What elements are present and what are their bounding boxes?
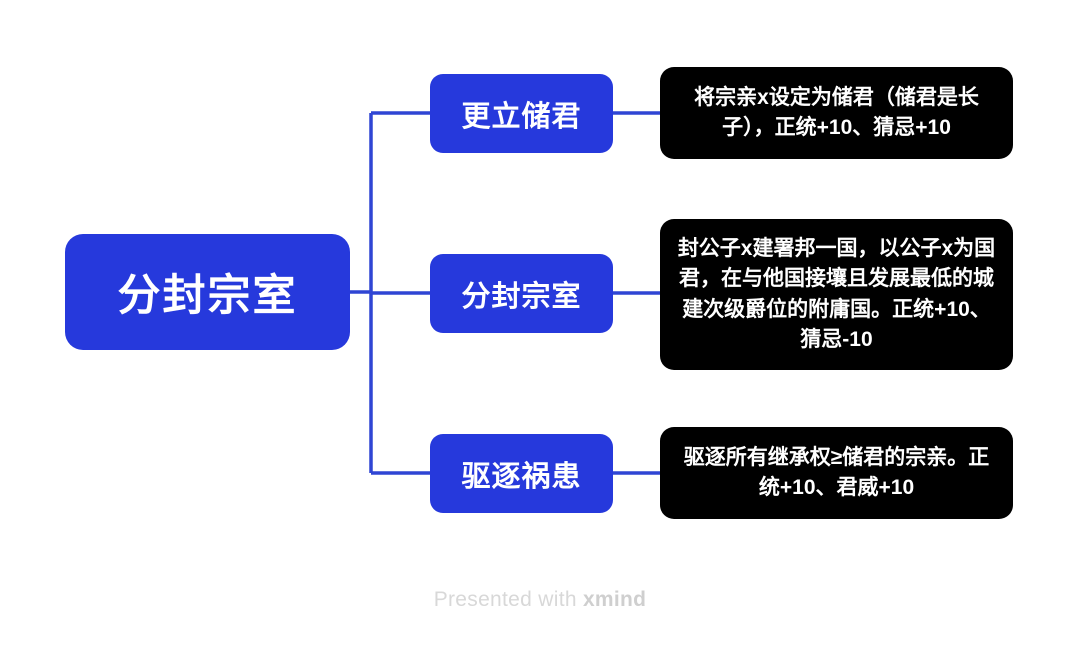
- detail-note-text: 驱逐所有继承权≥储君的宗亲。正统+10、君威+10: [683, 445, 990, 499]
- branch-topic-label: 更立储君: [461, 100, 582, 133]
- root-topic-label: 分封宗室: [117, 272, 298, 320]
- detail-note-1[interactable]: 将宗亲x设定为储君（储君是长子），正统+10、猜忌+10: [660, 67, 1013, 159]
- detail-note-2[interactable]: 封公子x建署邦一国，以公子x为国君，在与他国接壤且发展最低的城建次级爵位的附庸国…: [660, 219, 1013, 370]
- branch-topic-label: 驱逐祸患: [461, 460, 582, 493]
- detail-note-3[interactable]: 驱逐所有继承权≥储君的宗亲。正统+10、君威+10: [660, 427, 1013, 519]
- branch-topic-2[interactable]: 分封宗室: [430, 254, 613, 333]
- detail-note-text: 将宗亲x设定为储君（储君是长子），正统+10、猜忌+10: [694, 85, 979, 139]
- xmind-brand-label: xmind: [582, 588, 647, 611]
- detail-note-text: 封公子x建署邦一国，以公子x为国君，在与他国接壤且发展最低的城建次级爵位的附庸国…: [677, 236, 996, 351]
- root-topic[interactable]: 分封宗室: [65, 234, 350, 350]
- branch-topic-1[interactable]: 更立储君: [430, 74, 613, 153]
- branch-topic-label: 分封宗室: [461, 280, 582, 313]
- watermark: Presented with xmind: [0, 588, 1080, 612]
- watermark-prefix: Presented with: [433, 588, 583, 611]
- branch-topic-3[interactable]: 驱逐祸患: [430, 434, 613, 513]
